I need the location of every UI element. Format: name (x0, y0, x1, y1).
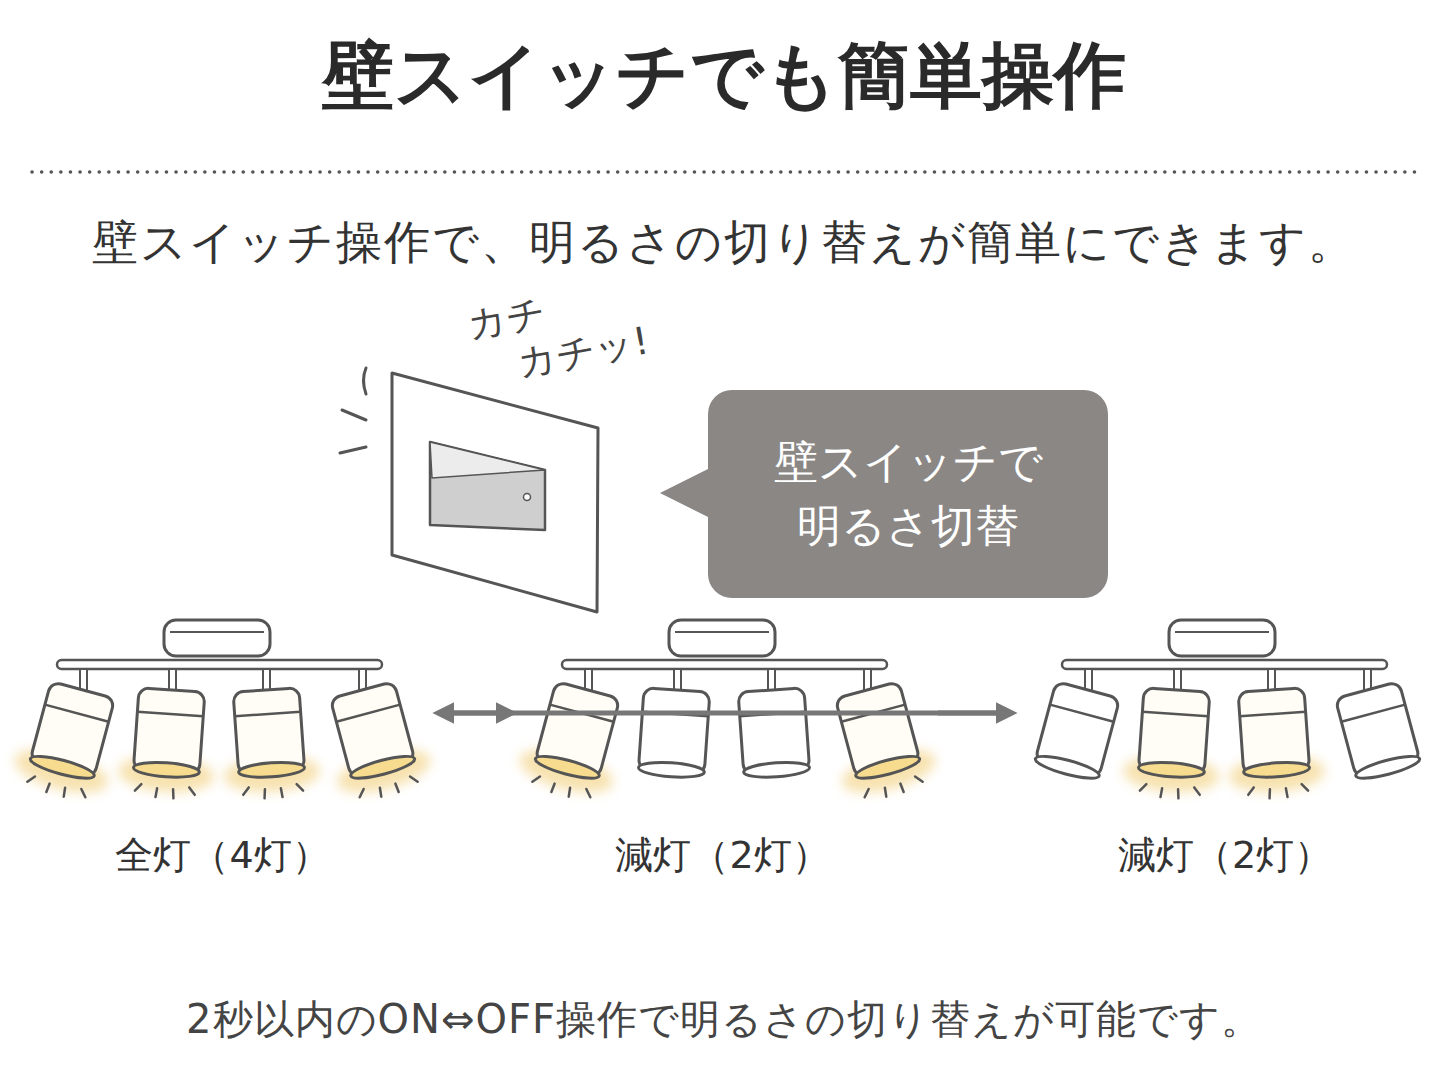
bubble-text: 壁スイッチで 明るさ切替 (758, 430, 1058, 558)
flow-arrow (938, 711, 1011, 716)
title: 壁スイッチでも簡単操作 (0, 28, 1448, 124)
lamp-figure: 全灯（4灯） (20, 615, 425, 887)
lamp-figure: 減灯（2灯） (1025, 615, 1425, 887)
lamp-caption: 減灯（2灯） (525, 830, 920, 881)
lamp-outer (514, 620, 942, 807)
lamp-figure: 減灯（2灯） (525, 615, 920, 887)
lamp-caption: 全灯（4灯） (20, 830, 425, 881)
bubble-tail (660, 463, 712, 523)
bubble-tail-shape (660, 467, 712, 519)
lamp-all (9, 620, 437, 807)
speech-bubble: 壁スイッチで 明るさ切替 (708, 390, 1108, 598)
lamp-caption: 減灯（2灯） (1025, 830, 1425, 881)
lamp-inner (1034, 620, 1422, 801)
wall-switch (340, 368, 598, 612)
note: 2秒以内のON⇔OFF操作で明るさの切り替えが可能です。 (0, 992, 1448, 1047)
flow-arrow (439, 711, 1007, 716)
flow-arrow (443, 711, 511, 716)
subtitle: 壁スイッチ操作で、明るさの切り替えが簡単にできます。 (0, 212, 1448, 274)
